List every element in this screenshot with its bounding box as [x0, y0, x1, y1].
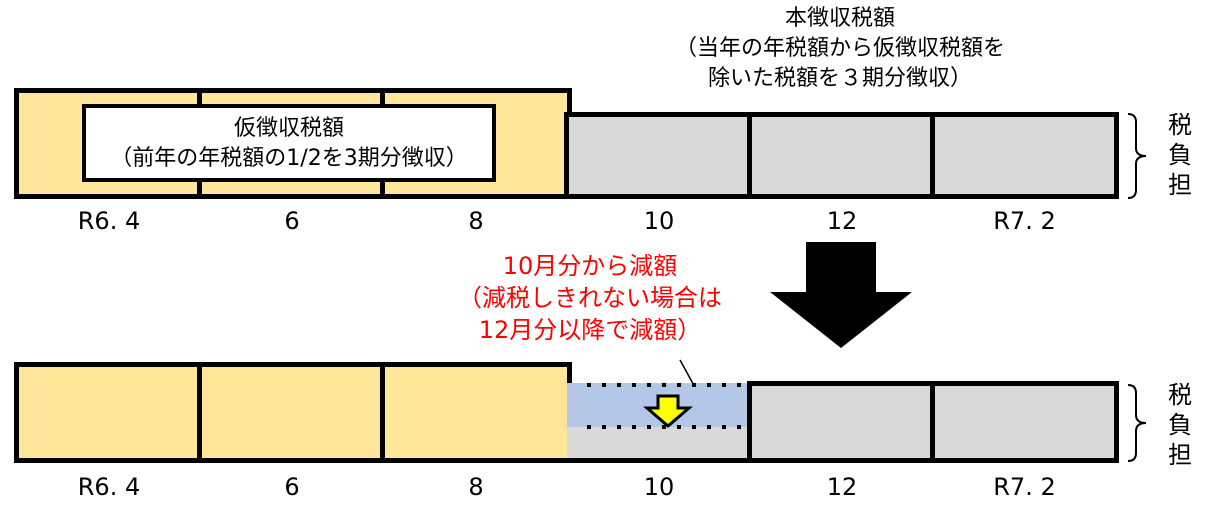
right-brace-icon — [1127, 113, 1147, 199]
reduction-note-line3: 12月分以降で減額） — [478, 316, 702, 344]
bottom-cell-r7-2 — [930, 381, 1119, 463]
top-month-label: 8 — [468, 207, 484, 235]
tax-burden-char: 担 — [1168, 171, 1192, 199]
tax-burden-char: 税 — [1168, 111, 1192, 139]
tax-burden-label: 税 負 担 — [1165, 110, 1195, 200]
main-collection-caption: 本徴収税額 （当年の年税額から仮徴収税額を 除いた税額を３期分徴収） — [620, 4, 1060, 94]
bottom-cell-r6-4 — [14, 362, 204, 463]
bottom-cell-8 — [380, 362, 572, 463]
tax-burden-char: 負 — [1168, 411, 1192, 439]
bottom-month-label: 10 — [643, 473, 675, 501]
top-cell-12 — [747, 112, 937, 199]
top-cell-r7-2 — [930, 112, 1119, 199]
top-month-label: R7. 2 — [993, 207, 1056, 235]
provisional-desc: （前年の年税額の1/2を3期分徴収） — [110, 146, 468, 171]
provisional-title: 仮徴収税額 — [233, 116, 344, 141]
bottom-month-label: R7. 2 — [993, 473, 1056, 501]
right-brace-icon — [1127, 384, 1147, 462]
main-collection-desc-1: （当年の年税額から仮徴収税額を — [674, 36, 1005, 61]
top-month-label: 6 — [284, 207, 300, 235]
reduction-note-line2: （減税しきれない場合は — [458, 284, 722, 312]
bottom-cell-6 — [197, 362, 387, 463]
top-cell-10 — [564, 112, 754, 199]
small-down-arrow-icon — [643, 394, 693, 428]
bottom-month-label: 12 — [826, 473, 858, 501]
bottom-month-label: 8 — [468, 473, 484, 501]
tax-burden-char: 担 — [1168, 441, 1192, 469]
bottom-cell-10 — [567, 383, 751, 463]
reduction-note-line1: 10月分から減額 — [502, 252, 678, 280]
provisional-label-box: 仮徴収税額 （前年の年税額の1/2を3期分徴収） — [82, 104, 496, 182]
bottom-month-label: R6. 4 — [77, 473, 141, 501]
tax-burden-char: 税 — [1168, 381, 1192, 409]
main-collection-desc-2: 除いた税額を３期分徴収） — [707, 66, 972, 91]
tax-burden-label: 税 負 担 — [1165, 380, 1195, 470]
bottom-month-label: 6 — [284, 473, 300, 501]
top-month-label: R6. 4 — [77, 207, 141, 235]
tax-burden-char: 負 — [1168, 141, 1192, 169]
dotted-lines — [587, 383, 751, 429]
top-month-label: 10 — [643, 207, 675, 235]
down-arrow-icon — [770, 242, 912, 348]
reduction-note: 10月分から減額 （減税しきれない場合は 12月分以降で減額） — [430, 250, 750, 346]
main-collection-title: 本徴収税額 — [784, 6, 895, 31]
top-month-label: 12 — [826, 207, 858, 235]
bottom-cell-12 — [747, 381, 937, 463]
